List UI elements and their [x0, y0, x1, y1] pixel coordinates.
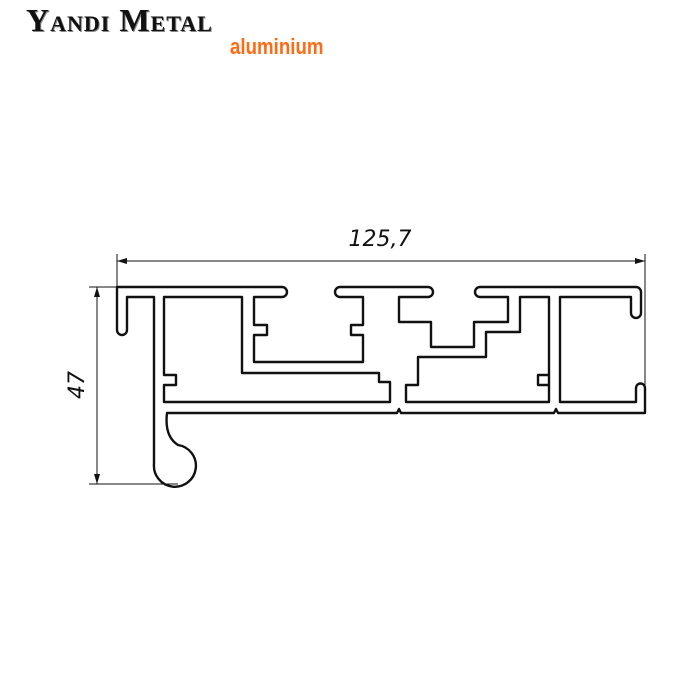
profile-cavity-middle — [404, 295, 551, 404]
height-dimension-label: 47 — [65, 371, 90, 399]
height-dimension: 47 — [65, 286, 178, 485]
width-dimension-label: 125,7 — [349, 227, 412, 252]
logo-subtitle: aluminium — [230, 34, 324, 59]
width-dimension: 125,7 — [116, 227, 646, 385]
logo-brand-name: Yandi Metal — [26, 2, 213, 38]
profile-outer-contour — [115, 285, 647, 488]
profile-cavity-left — [162, 295, 392, 404]
